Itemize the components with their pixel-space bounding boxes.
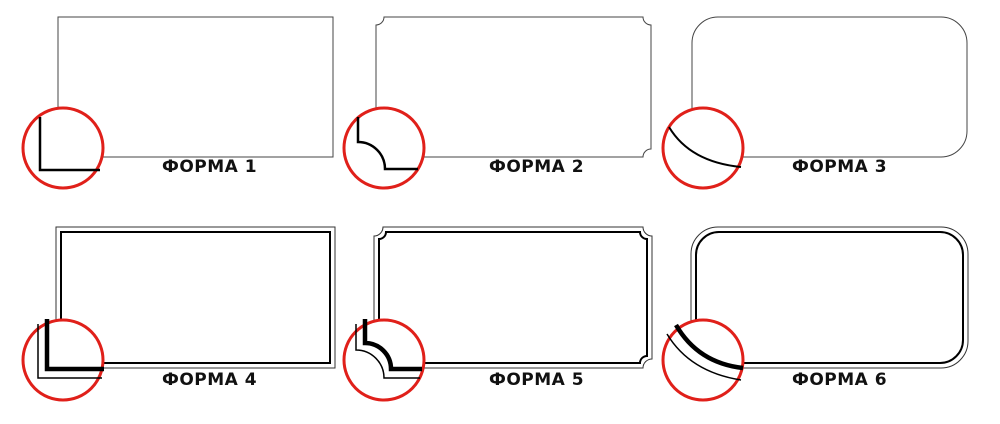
shape-2 <box>342 16 652 190</box>
shape-6-zoom-detail <box>661 318 745 402</box>
shape-4-corner-detail-outer <box>37 324 102 379</box>
shape-3-label: ФОРМА 3 <box>792 157 888 177</box>
shape-4 <box>21 226 336 402</box>
shape-6-zoom-circle <box>661 318 745 402</box>
shape-2-zoom-detail <box>342 106 426 190</box>
shape-1-zoom-circle <box>21 106 105 190</box>
shape-3-zoom-circle <box>661 106 745 190</box>
shape-1-corner-detail <box>38 117 100 172</box>
shape-6-outer-line <box>690 226 969 369</box>
shape-4-zoom-circle <box>21 318 105 402</box>
shape-5-corner-detail-inner <box>362 319 422 372</box>
shape-6-inner-line <box>695 231 964 364</box>
shape-5-inner-line <box>378 231 648 364</box>
shape-5-outer-line <box>373 226 653 369</box>
shape-1-zoom-detail <box>21 106 105 190</box>
shape-3-corner-detail <box>668 126 742 168</box>
shape-3 <box>661 16 968 190</box>
shape-4-zoom-detail <box>21 318 105 402</box>
shape-6-label: ФОРМА 6 <box>792 370 888 390</box>
shape-5-zoom-detail <box>342 318 426 402</box>
shape-2-label: ФОРМА 2 <box>489 157 585 177</box>
shape-4-inner-line <box>60 231 331 364</box>
shape-3-zoom-detail <box>661 106 745 190</box>
shape-6-corner-detail-outer <box>666 333 742 381</box>
shape-6 <box>661 226 969 402</box>
shape-1-label: ФОРМА 1 <box>162 157 258 177</box>
shape-4-label: ФОРМА 4 <box>162 370 258 390</box>
shape-6-corner-detail-inner <box>674 323 744 371</box>
shape-3-outline <box>691 16 968 158</box>
shape-2-zoom-circle <box>342 106 426 190</box>
shape-2-outline <box>375 16 652 158</box>
shape-1 <box>21 16 334 190</box>
shape-2-corner-detail <box>356 117 418 171</box>
shape-5-label: ФОРМА 5 <box>489 370 585 390</box>
shape-4-corner-detail-inner <box>44 319 104 372</box>
shape-5-corner-detail-outer <box>355 324 420 379</box>
shape-5 <box>342 226 653 402</box>
